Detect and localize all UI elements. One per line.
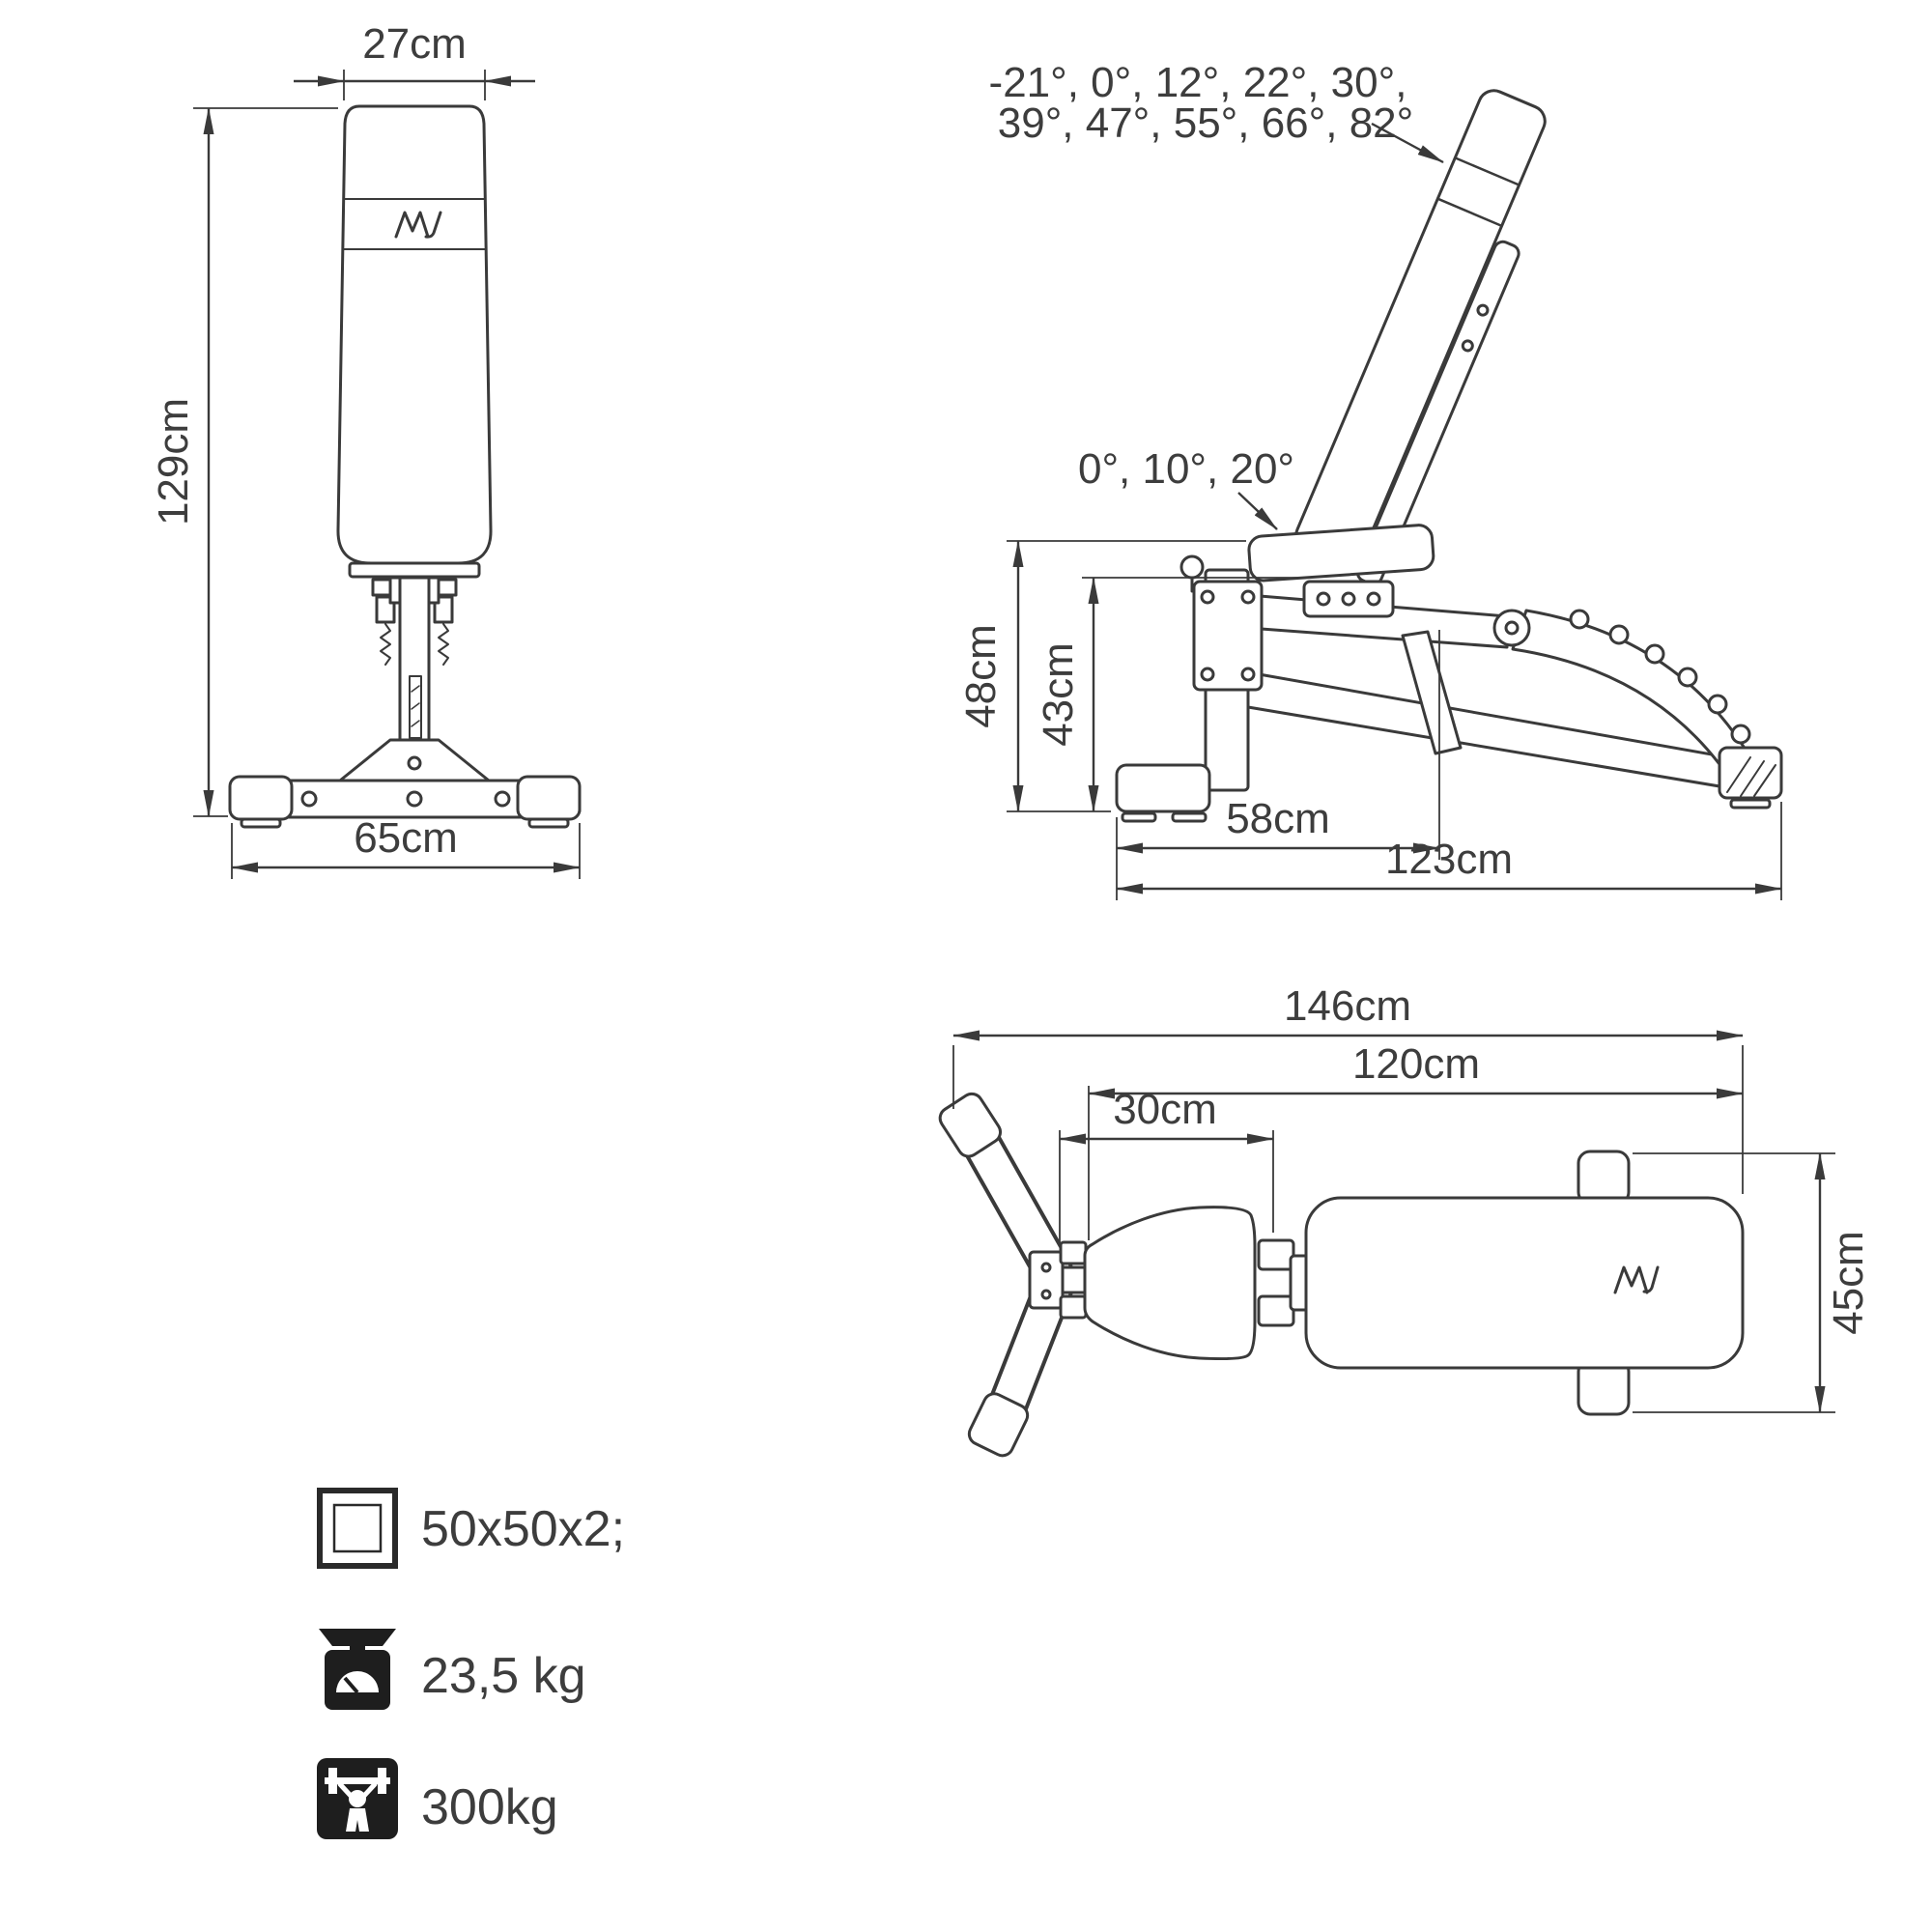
side-backrest	[1294, 89, 1547, 586]
top-backrest-pad	[1304, 1196, 1745, 1370]
front-backrest-pad	[336, 104, 493, 565]
callout-seat-angles: 0°, 10°, 20°	[1078, 445, 1294, 530]
dim-label-bench-width: 45cm	[1825, 1231, 1872, 1335]
dim-top-seat-length: 30cm	[1059, 1086, 1274, 1244]
brand-logo-icon	[394, 211, 442, 239]
plate-bolt	[1240, 667, 1256, 682]
front-pad-stripe-lines	[342, 198, 487, 250]
plate-bolt	[1200, 589, 1215, 605]
side-rear-foot	[1718, 746, 1783, 800]
top-view: 146cm 120cm 30cm 45cm	[938, 982, 1872, 1458]
side-seat-bracket	[1302, 580, 1395, 618]
rail-hole	[1461, 339, 1474, 353]
dim-label-top-width: 27cm	[362, 20, 467, 68]
bracket-hole	[1341, 591, 1356, 607]
front-bolt	[407, 755, 422, 771]
side-adjustment-rack	[1511, 609, 1752, 777]
seat-angles-label: 0°, 10°, 20°	[1078, 445, 1294, 493]
dim-label-base-width: 65cm	[354, 814, 458, 862]
front-bolt	[406, 790, 423, 808]
spec-row-weight: 23,5 kg	[319, 1629, 586, 1710]
hub-bolt	[1040, 1262, 1052, 1273]
square-tube-icon	[317, 1488, 398, 1569]
backrest-angles-line1: -21°, 0°, 12°, 22°, 30°,	[989, 59, 1407, 106]
dim-label-pad-span: 120cm	[1352, 1040, 1480, 1088]
dim-label-total-length: 123cm	[1385, 836, 1513, 883]
spec-weight-label: 23,5 kg	[421, 1648, 586, 1704]
top-rear-crossbar-top	[1577, 1150, 1631, 1206]
top-front-legs	[938, 1092, 1090, 1458]
side-seat-pad	[1247, 524, 1435, 582]
side-seat	[1247, 524, 1435, 582]
dim-front-height: 129cm	[150, 107, 338, 817]
side-rear-foot-hatch	[1726, 756, 1776, 797]
top-bracket	[1257, 1238, 1295, 1271]
top-bracket	[1257, 1294, 1295, 1327]
plate-bolt	[1200, 667, 1215, 682]
side-view: -21°, 0°, 12°, 22°, 30°, 39°, 47°, 55°, …	[957, 59, 1783, 900]
max-load-icon	[317, 1758, 398, 1839]
front-gusset	[338, 738, 491, 782]
scale-icon	[319, 1629, 396, 1710]
top-hub-clamp	[1059, 1240, 1088, 1265]
side-connector-beam	[1401, 630, 1463, 755]
dim-top-pad-span: 120cm	[1088, 1040, 1744, 1240]
bracket-hole	[1366, 591, 1381, 607]
top-leg-cap-lower	[967, 1392, 1030, 1458]
side-rear-foot-pad	[1729, 798, 1772, 810]
side-front-foot-pad	[1171, 811, 1208, 823]
front-foot-pad-left	[240, 817, 282, 829]
side-pivot-hole	[1504, 620, 1520, 636]
dim-side-frame-height: 43cm	[1035, 577, 1302, 812]
dim-front-base-width: 65cm	[231, 814, 581, 879]
plate-bolt	[1240, 589, 1256, 605]
dim-label-front-to-hinge: 58cm	[1226, 795, 1330, 842]
dim-front-top-width: 27cm	[294, 20, 535, 100]
front-foot-pad-right	[527, 817, 570, 829]
dim-top-bench-width: 45cm	[1633, 1152, 1872, 1413]
side-adjust-knob	[1179, 554, 1205, 580]
spec-row-tube: 50x50x2;	[317, 1488, 625, 1569]
front-column-marks	[411, 685, 420, 727]
front-bolt	[494, 790, 511, 808]
brand-logo-column	[409, 675, 422, 739]
spec-tube-label: 50x50x2;	[421, 1501, 625, 1557]
backrest-angles-line2: 39°, 47°, 55°, 66°, 82°	[998, 99, 1413, 147]
side-front-foot-pad	[1121, 811, 1157, 823]
rail-hole	[1476, 303, 1490, 317]
dim-side-total-length: 123cm	[1116, 802, 1782, 900]
side-front-foot	[1115, 763, 1211, 813]
front-foot-right	[516, 775, 582, 821]
dim-label-top-total: 146cm	[1284, 982, 1411, 1030]
dim-label-frame-height: 43cm	[1035, 642, 1082, 747]
hub-bolt	[1040, 1289, 1052, 1300]
dim-label-seat-height: 48cm	[957, 624, 1005, 728]
top-seat-pad	[1083, 1206, 1257, 1361]
leader-backrest-angles	[1371, 122, 1444, 164]
callout-backrest-angles: -21°, 0°, 12°, 22°, 30°, 39°, 47°, 55°, …	[989, 59, 1444, 164]
side-pad-stripe-lines	[1436, 156, 1520, 228]
front-foot-left	[228, 775, 294, 821]
bracket-hole	[1316, 591, 1331, 607]
side-backrest-pad	[1294, 89, 1547, 568]
front-bolt	[300, 790, 318, 808]
top-leg-cap-upper	[938, 1092, 1003, 1158]
specs: 50x50x2; 23,5 kg 300kg	[317, 1488, 625, 1839]
dim-label-height: 129cm	[150, 398, 197, 526]
dim-side-front-to-hinge: 58cm	[1116, 630, 1440, 900]
dim-label-seat-length: 30cm	[1113, 1086, 1217, 1133]
side-front-plate	[1192, 580, 1264, 692]
leader-seat-angles	[1237, 492, 1278, 530]
front-springs	[380, 623, 449, 666]
brand-logo-icon-top	[1613, 1265, 1660, 1294]
top-hub-clamp	[1059, 1294, 1088, 1320]
spec-max-load-label: 300kg	[421, 1779, 558, 1835]
dim-top-total-length: 146cm	[952, 982, 1744, 1194]
front-seat-plate	[348, 561, 481, 579]
spec-row-max-load: 300kg	[317, 1758, 558, 1839]
side-pivot	[1492, 609, 1531, 647]
front-view: 27cm 129cm 65cm	[150, 20, 582, 879]
